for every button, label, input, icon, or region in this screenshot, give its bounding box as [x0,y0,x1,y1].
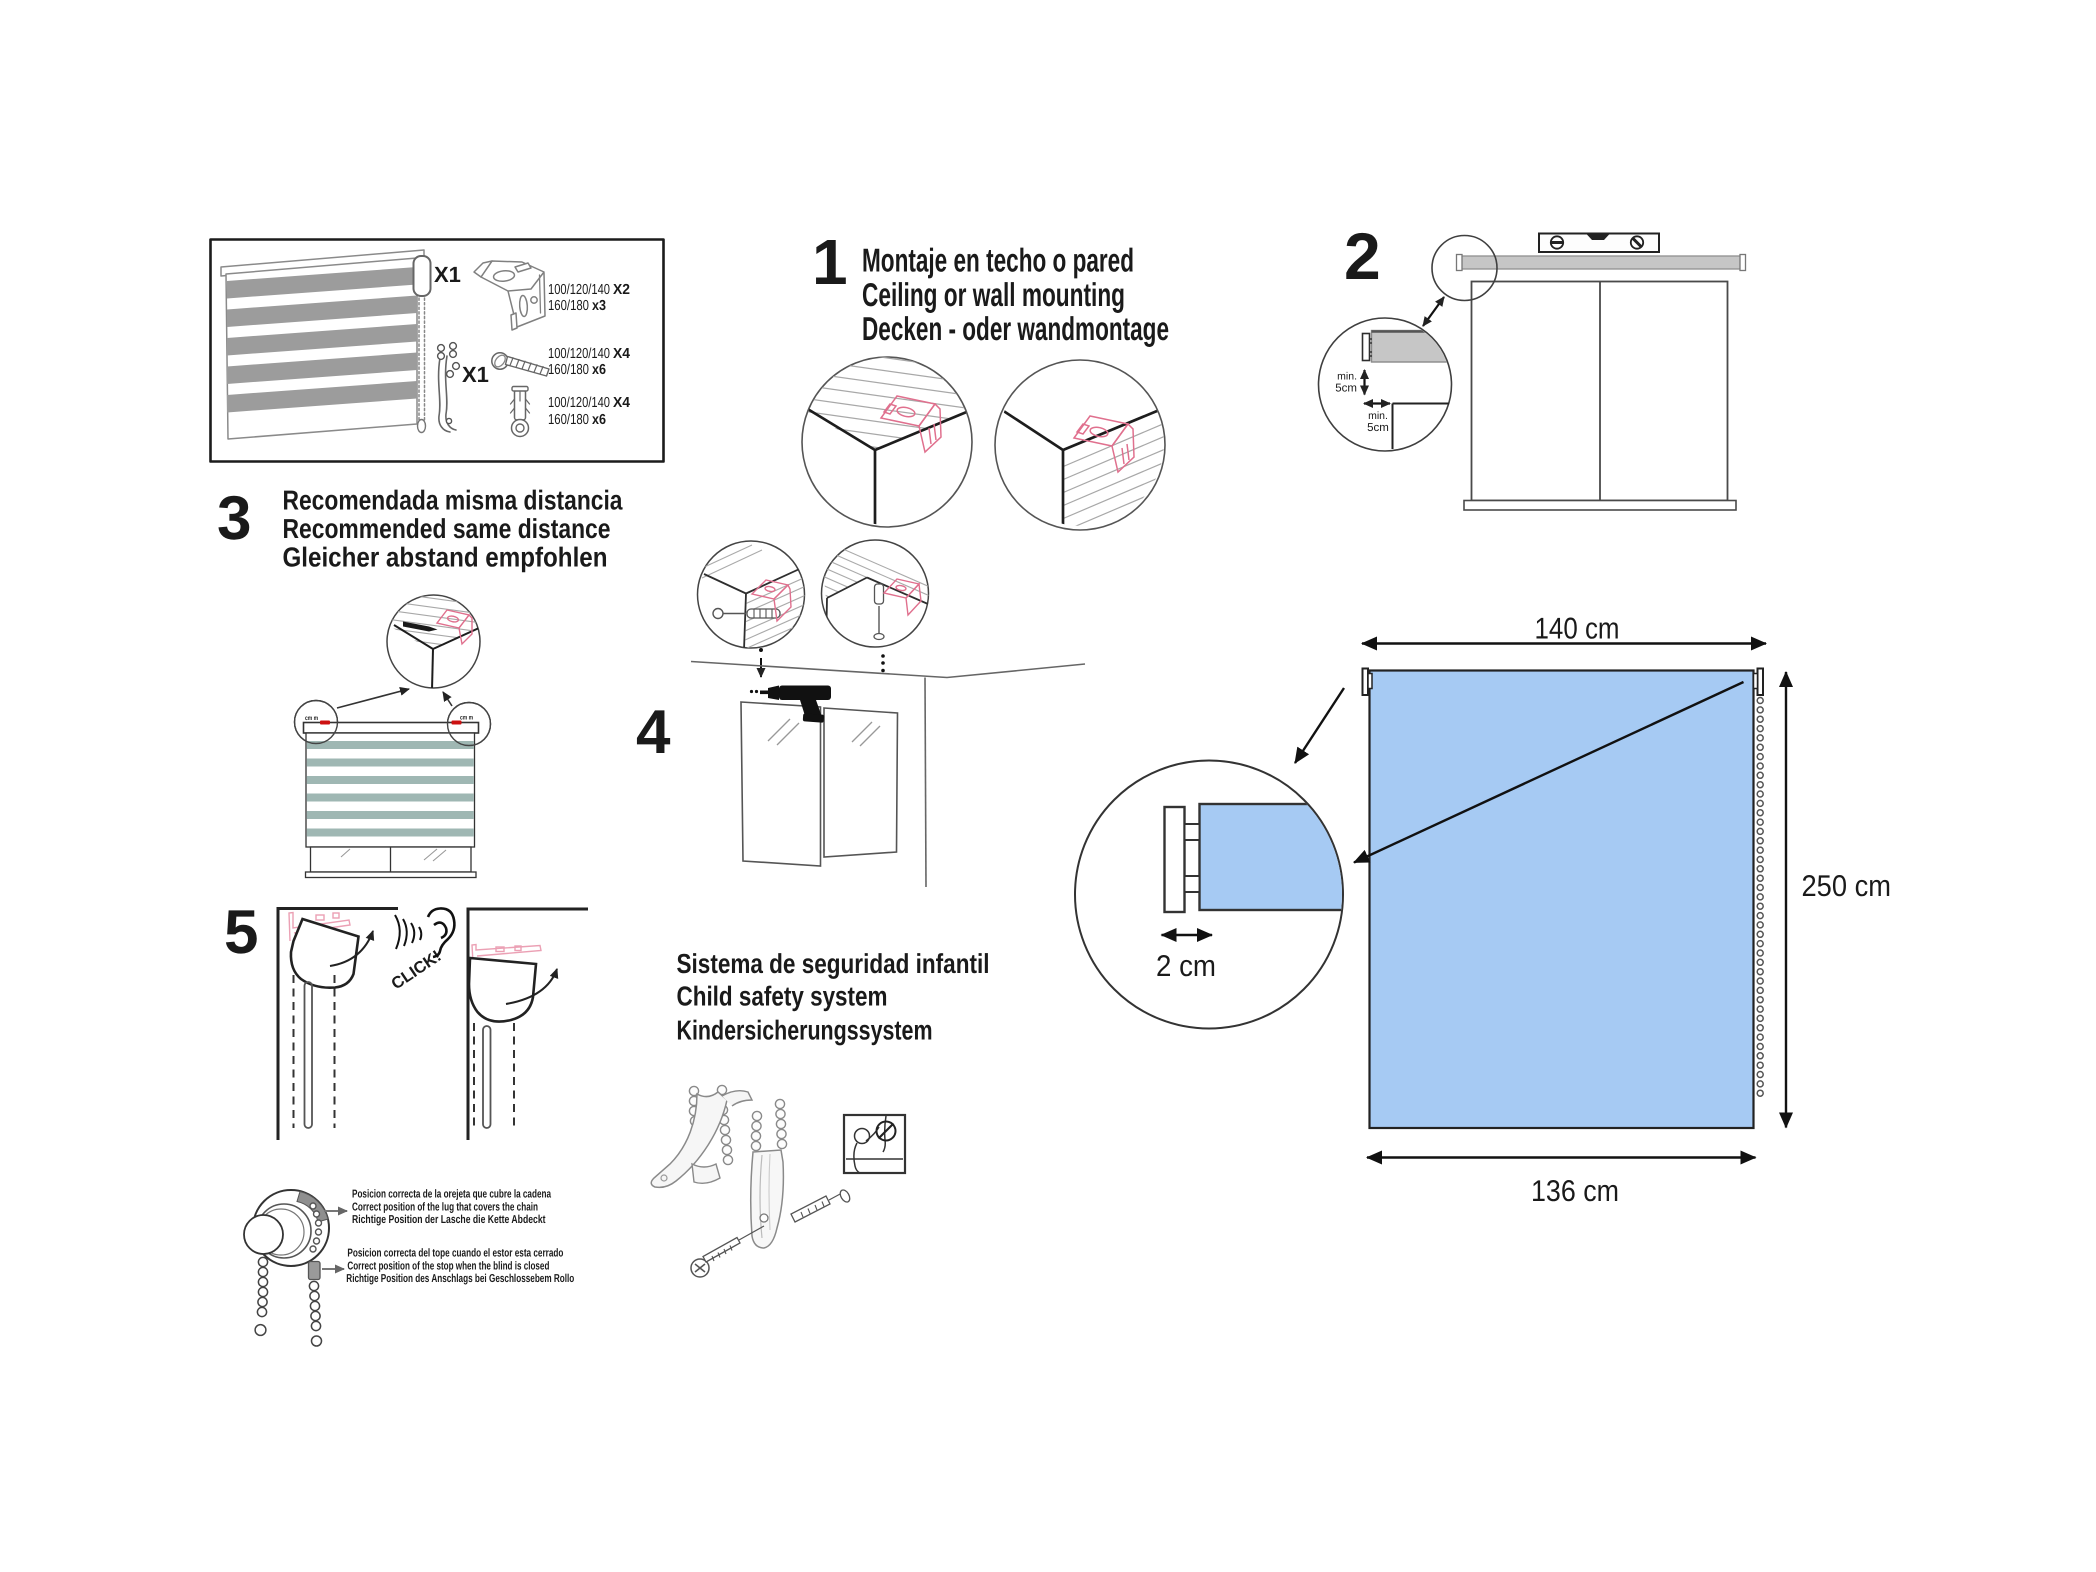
svg-text:100/120/140: 100/120/140 [548,395,610,411]
svg-text:Recomendada misma distancia: Recomendada misma distancia [283,485,624,516]
svg-text:X4: X4 [613,395,630,411]
svg-text:X4: X4 [613,346,630,362]
svg-text:5cm: 5cm [1335,383,1357,395]
svg-text:Correct position of the stop w: Correct position of the stop when the bl… [347,1260,549,1272]
svg-text:cm m: cm m [460,715,473,722]
svg-text:min.: min. [1368,410,1388,422]
svg-text:Ceiling or wall mounting: Ceiling or wall mounting [862,276,1125,313]
svg-text:Posicion correcta de la orejet: Posicion correcta de la orejeta que cubr… [352,1189,551,1201]
svg-text:Sistema de seguridad infantil: Sistema de seguridad infantil [677,948,990,979]
svg-text:250 cm: 250 cm [1802,870,1892,903]
svg-text:X1: X1 [462,362,489,387]
svg-text:3: 3 [217,484,251,553]
svg-text:160/180: 160/180 [548,298,589,314]
svg-text:X2: X2 [613,282,630,298]
svg-text:160/180: 160/180 [548,362,589,378]
svg-text:Gleicher abstand empfohlen: Gleicher abstand empfohlen [283,542,608,573]
svg-text:2 cm: 2 cm [1156,950,1216,983]
svg-text:5: 5 [224,898,258,967]
svg-text:Child safety system: Child safety system [677,981,888,1012]
svg-text:100/120/140: 100/120/140 [548,282,610,298]
svg-text:X1: X1 [434,262,461,287]
svg-text:100/120/140: 100/120/140 [548,346,610,362]
svg-text:5cm: 5cm [1367,422,1389,434]
svg-text:x3: x3 [592,298,606,314]
svg-text:x6: x6 [592,362,606,378]
svg-text:160/180: 160/180 [548,412,589,428]
svg-text:Richtige Position der Lasche d: Richtige Position der Lasche die Kette A… [352,1214,546,1226]
svg-text:1: 1 [812,226,848,298]
svg-text:140 cm: 140 cm [1535,613,1620,646]
svg-text:min.: min. [1337,371,1357,383]
svg-text:2: 2 [1344,219,1381,293]
svg-text:Decken - oder wandmontage: Decken - oder wandmontage [862,310,1169,347]
svg-text:cm m: cm m [305,715,318,722]
svg-text:Posicion correcta del tope cua: Posicion correcta del tope cuando el est… [347,1248,563,1260]
svg-text:Montaje en techo o pared: Montaje en techo o pared [862,242,1134,279]
svg-text:136 cm: 136 cm [1531,1175,1619,1208]
svg-text:Correct position of the lug th: Correct position of the lug that covers … [352,1201,538,1213]
svg-text:Richtige Position des Anschlag: Richtige Position des Anschlags bei Gesc… [346,1273,574,1285]
svg-text:Recommended same distance: Recommended same distance [283,513,611,544]
svg-text:x6: x6 [592,412,606,428]
svg-text:Kindersicherungssystem: Kindersicherungssystem [677,1015,933,1046]
svg-text:4: 4 [636,698,671,767]
